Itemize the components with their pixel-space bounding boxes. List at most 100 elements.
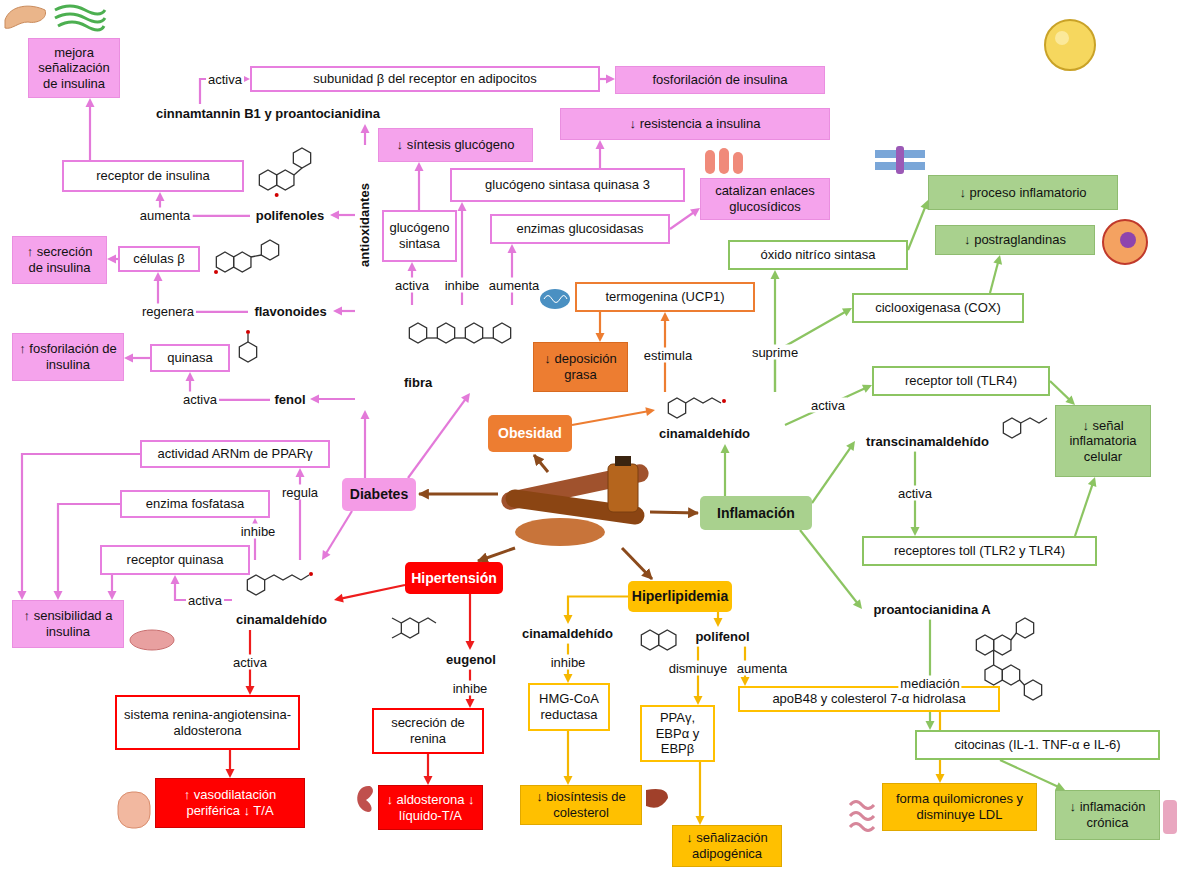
cinnamaldehyde-structure (247, 575, 264, 595)
connector-line (724, 451, 726, 496)
reticulum-icon (58, 22, 104, 30)
fiber-structure (427, 337, 438, 338)
arrow-head (862, 385, 872, 393)
arrow-head (690, 208, 700, 217)
pancreas-icon (5, 6, 46, 28)
cinnamon-arrows (534, 455, 548, 472)
connector-line (800, 530, 858, 603)
connector-arrow (1075, 477, 1096, 536)
node-text: receptor de insulina (96, 168, 209, 184)
arrow-head (1088, 477, 1097, 487)
arrow-head (564, 674, 573, 683)
reticulum-icon (55, 6, 105, 14)
effect-box: ↑ fosforilación de insulina (12, 333, 124, 381)
flavone-structure (275, 193, 279, 197)
connector-arrow (124, 354, 150, 363)
node-text: polifenoles (256, 208, 325, 224)
cell-icon (1103, 220, 1147, 264)
node-text: ↓ biosíntesis de colesterol (527, 789, 635, 820)
edge-label: inhibe (443, 278, 482, 293)
cinnamon-arrows (478, 548, 515, 561)
node-text: glucógeno sintasa quinasa 3 (485, 177, 650, 193)
edge-label: inhibe (239, 524, 278, 539)
node-text: quinasa (167, 350, 213, 366)
connector-line (572, 411, 648, 425)
connector-arrow (415, 162, 424, 210)
phenol-structure (246, 330, 250, 334)
arrow-head (564, 776, 573, 785)
proanthocyanidin-structure (1020, 680, 1025, 685)
intestine-icon (850, 802, 874, 831)
arrow-head (596, 333, 605, 342)
node-text: enzimas glucosidasas (516, 221, 643, 237)
category-box: Hipertensión (405, 562, 503, 594)
node-text: ↓ inflamación crónica (1062, 799, 1153, 830)
connector-line (599, 147, 601, 168)
reticulum-icon (55, 6, 105, 30)
arrow-head (334, 594, 344, 603)
connector-arrow (572, 407, 655, 425)
cinnamon-illustration (500, 456, 650, 546)
node-text: cinamaldehído (522, 626, 613, 642)
proanthocyanidin-structure (1011, 633, 1016, 640)
edge-label: activa (181, 392, 219, 407)
isoflavone-structure (214, 270, 218, 274)
isoflavone-structure (216, 252, 233, 272)
compound-label: transcinamaldehído (855, 432, 1000, 452)
connector-line (469, 594, 471, 643)
cinnamon-illustration (515, 518, 605, 546)
connector-arrow (714, 612, 723, 627)
edge-label: activa (809, 398, 847, 413)
connector-arrow (361, 124, 370, 145)
arrow-head (508, 244, 517, 253)
fiber-structure (409, 323, 426, 343)
node-text: sistema renina-angiotensina-aldosterona (123, 707, 292, 738)
proanthocyanidin-structure (1002, 665, 1019, 685)
arrow-head (564, 615, 573, 624)
node-text: Diabetes (350, 486, 408, 503)
process-box: glucógeno sintasa (382, 210, 457, 262)
phenol-structure (247, 334, 248, 342)
eugenol-structure (392, 618, 436, 638)
arrow-head (361, 124, 370, 133)
proanthocyanidin-structure (976, 635, 993, 655)
node-text: glucógeno sintasa (390, 220, 450, 251)
arrow-head (694, 696, 703, 705)
pancreas-icon (5, 6, 46, 28)
node-text: catalizan enlaces glucosídicos (707, 183, 823, 214)
arrow-head (714, 618, 723, 627)
connector-line (599, 312, 601, 335)
connector-arrow (86, 98, 95, 160)
cinnamon-illustration (615, 456, 631, 466)
bacteria-icon (719, 148, 729, 174)
connector-arrow (334, 585, 405, 603)
node-text: Hipertensión (411, 570, 497, 587)
compound-label: polifenol (690, 627, 755, 647)
node-text: ciclooxigenasa (COX) (875, 300, 1001, 316)
process-box: PPAγ, EBPα y EBPβ (640, 705, 715, 762)
connector-arrow (108, 575, 117, 600)
fat-cell-icon (1045, 20, 1095, 70)
node-text: mejora señalización de insulina (35, 45, 113, 92)
cinnamaldehyde-structure (309, 572, 313, 576)
intestine-icon (850, 802, 874, 831)
process-box: células β (118, 246, 200, 272)
process-box: HMG-CoA reductasa (528, 683, 610, 731)
edge-label: aumenta (487, 278, 542, 293)
node-text: ↑ sensibilidad a insulina (19, 608, 117, 639)
process-box: secreción de renina (372, 708, 484, 754)
connector-arrow (1050, 381, 1075, 405)
connector-arrow (361, 410, 370, 478)
node-text: receptores toll (TLR2 y TLR4) (894, 543, 1065, 559)
bacteria-icon (705, 150, 715, 174)
compound-label: fenol (270, 390, 310, 410)
fiber-structure (493, 323, 510, 343)
node-text: Obesidad (498, 425, 562, 442)
connector-arrow (694, 647, 703, 705)
mitochondria-icon (540, 289, 570, 309)
cinnamon-arrows (622, 548, 652, 579)
effect-box: ↓ señalización adipogénica (672, 825, 782, 867)
effect-box: ↓ biosíntesis de colesterol (520, 785, 642, 825)
connector-line (1075, 484, 1093, 536)
connector-arrow (466, 594, 475, 650)
